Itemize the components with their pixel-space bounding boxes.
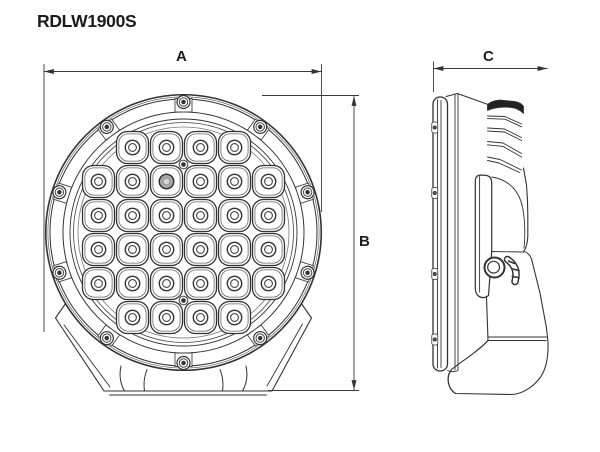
side-view: [431, 92, 549, 396]
inner-screw-bottom: [178, 295, 189, 306]
side-lens-face: [431, 96, 449, 372]
heat-sink-fins: [487, 99, 524, 173]
dimension-label-b: B: [359, 233, 370, 250]
dimension-lines: [43, 61, 548, 391]
dimension-label-a: A: [176, 48, 187, 65]
dimension-A: [43, 64, 322, 332]
led-grid: [81, 130, 286, 335]
adjustment-slot: [503, 255, 520, 286]
pivot-bolt: [483, 256, 506, 279]
product-title: RDLW1900S: [37, 11, 137, 31]
filled-lens-dot: [158, 173, 175, 190]
pivot-arm: [474, 174, 493, 299]
bracket-legs: [119, 365, 248, 392]
bezel-rings: [44, 93, 323, 372]
dimension-B: [262, 95, 359, 391]
side-screw-notches: [431, 121, 439, 346]
front-view: [44, 93, 323, 396]
dimension-C: [433, 61, 548, 92]
foot-front-edge: [447, 339, 489, 395]
inner-screw-top: [178, 159, 189, 170]
dimension-label-c: C: [483, 48, 494, 65]
